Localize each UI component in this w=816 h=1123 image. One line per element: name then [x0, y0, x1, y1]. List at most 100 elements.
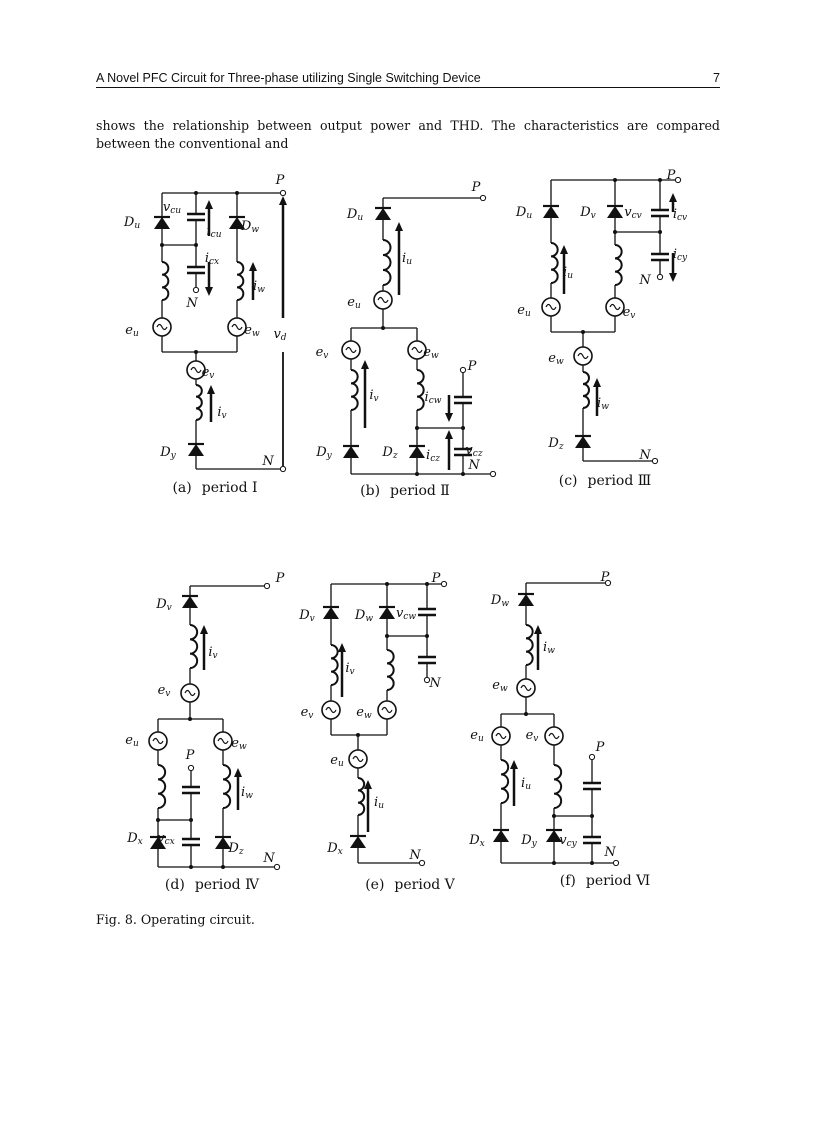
circuit-label: iu [402, 251, 412, 267]
inductor-icon [525, 624, 534, 666]
label-main: e [301, 705, 309, 720]
subfigure-caption: (c)period Ⅲ [559, 473, 652, 489]
circuit-label: Dw [240, 219, 259, 235]
arrow-head-icon [669, 193, 677, 202]
circuit-label: N [603, 845, 616, 860]
inductor-icon [189, 624, 199, 669]
label-subscript: cu [170, 206, 181, 216]
label-main: N [261, 454, 274, 469]
junction-dot [189, 818, 193, 822]
circuit-label: iw [597, 396, 609, 412]
circuit-label: P [275, 571, 285, 586]
terminal-icon [588, 753, 596, 761]
junction-dot [590, 814, 594, 818]
label-main: D [155, 597, 167, 612]
inductor-icon [236, 261, 245, 301]
label-main: v [465, 443, 473, 458]
label-main: D [515, 205, 527, 220]
label-main: D [381, 445, 393, 460]
label-main: e [517, 303, 525, 318]
circuit-label: ev [158, 683, 171, 699]
label-subscript: w [364, 711, 372, 721]
label-subscript: u [378, 801, 384, 811]
diode-icon [375, 208, 391, 220]
label-subscript: cu [211, 230, 222, 240]
label-subscript: y [531, 839, 538, 849]
label-main: P [600, 570, 610, 585]
arrow-head-icon [234, 768, 242, 777]
label-subscript: z [558, 442, 564, 452]
label-main: i [597, 396, 601, 411]
label-main: e [158, 683, 166, 698]
circuit-label: eu [330, 753, 344, 769]
circuit-label: ew [492, 678, 508, 694]
label-subscript: cz [473, 449, 483, 459]
label-main: e [623, 305, 631, 320]
label-main: i [402, 251, 406, 266]
label-main: D [123, 215, 135, 230]
label-main: i [521, 776, 525, 791]
label-subscript: y [326, 451, 333, 461]
diode-icon [188, 444, 204, 456]
label-main: v [273, 327, 281, 342]
label-subscript: u [526, 211, 532, 221]
label-main: i [206, 224, 210, 239]
label-main: P [666, 168, 676, 183]
circuit-label: ev [623, 305, 636, 321]
label-subscript: u [567, 271, 573, 281]
inductor-icon [582, 371, 590, 409]
label-main: i [208, 645, 212, 660]
terminal-icon [674, 176, 682, 184]
terminal-icon [273, 863, 281, 871]
label-main: e [125, 323, 133, 338]
terminal-icon [656, 273, 664, 281]
label-main: D [315, 445, 327, 460]
circuit-label: ew [423, 345, 439, 361]
junction-dot [552, 814, 556, 818]
inductor-icon [357, 777, 366, 816]
arrow-head-icon [205, 200, 213, 209]
circuit-label: P [275, 173, 285, 188]
label-subscript: z [392, 451, 398, 461]
circuit-label: Dv [579, 205, 596, 221]
circuit-label: P [471, 180, 481, 195]
junction-dot [194, 350, 198, 354]
circuit-label: Dx [326, 841, 343, 857]
sine-tilde-icon [352, 755, 364, 763]
label-main: N [185, 296, 198, 311]
subfigure-letter: (a) [172, 480, 191, 496]
circuit-label: Dy [159, 445, 176, 461]
body-paragraph: shows the relationship between output po… [96, 118, 720, 151]
circuit-label: N [185, 296, 198, 311]
diode-icon [215, 837, 231, 849]
label-main: i [425, 390, 429, 405]
diode-icon [182, 596, 198, 608]
circuit-label: vd [273, 327, 286, 343]
circuit-label: N [262, 851, 275, 866]
terminal-icon [279, 189, 287, 197]
circuit-label: iu [563, 265, 573, 281]
diode-icon [343, 446, 359, 458]
junction-dot [461, 472, 465, 476]
label-main: D [490, 593, 502, 608]
label-subscript: u [338, 759, 344, 769]
terminal-icon [440, 580, 448, 588]
label-main: P [275, 173, 285, 188]
junction-dot [613, 230, 617, 234]
label-main: P [467, 359, 477, 374]
diode-icon [607, 206, 623, 218]
label-main: D [468, 833, 480, 848]
inductor-icon [157, 764, 167, 809]
sine-tilde-icon [156, 323, 168, 331]
sine-tilde-icon [377, 296, 389, 304]
label-main: N [638, 273, 651, 288]
junction-dot [235, 191, 239, 195]
arrow-head-icon [200, 625, 208, 634]
label-subscript: w [252, 329, 260, 339]
circuit-label: Du [123, 215, 140, 231]
terminal-icon [612, 859, 620, 867]
circuit-label: vcw [396, 606, 416, 622]
circuit-label: N [428, 676, 441, 691]
